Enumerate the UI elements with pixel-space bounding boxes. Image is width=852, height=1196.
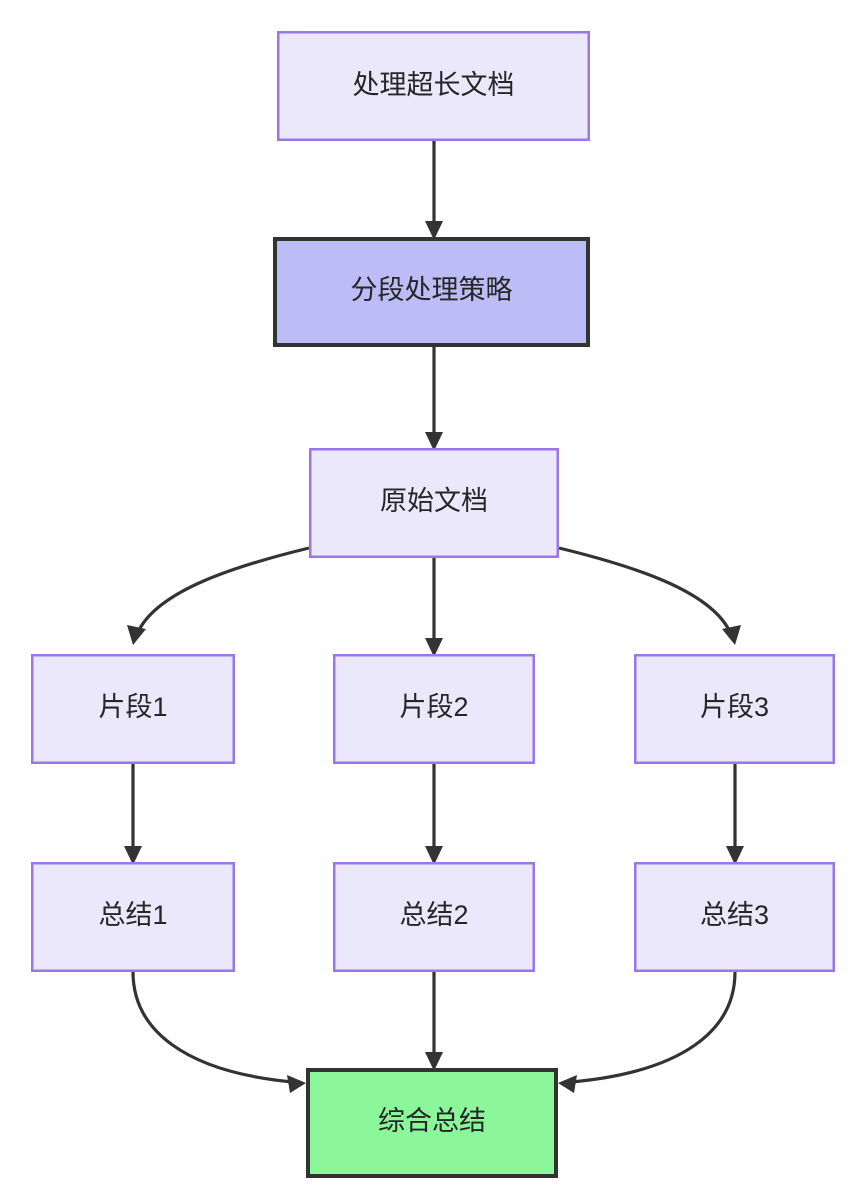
edge-fragment-2-to-summary-2	[425, 764, 443, 865]
node-fragment-3[interactable]: 片段3	[634, 654, 835, 764]
node-fragment-1-label: 片段1	[98, 692, 167, 722]
node-chunk-strategy-shape[interactable]	[273, 237, 590, 347]
node-doc-long-label: 处理超长文档	[353, 70, 515, 100]
nodes-layer: 处理超长文档 分段处理策略 原始文档 片段1 片段2 片段3	[31, 31, 835, 1178]
node-chunk-strategy-label: 分段处理策略	[351, 275, 513, 305]
node-summary-2-label: 总结2	[399, 900, 468, 930]
edge-summary-2-to-final-summary	[425, 972, 443, 1071]
edge-source-doc-to-fragment-3	[558, 546, 741, 645]
node-doc-long-shape[interactable]	[277, 31, 590, 141]
node-fragment-2[interactable]: 片段2	[333, 654, 535, 764]
edges-layer	[124, 141, 744, 1093]
edge-summary-1-to-final-summary	[131, 971, 306, 1093]
edge-chunk-strategy-to-source-doc	[425, 347, 443, 451]
node-fragment-2-label: 片段2	[399, 692, 468, 722]
node-source-doc-label: 原始文档	[380, 486, 488, 516]
node-summary-3-label: 总结3	[700, 900, 769, 930]
edge-summary-3-to-final-summary	[558, 971, 737, 1093]
node-fragment-1[interactable]: 片段1	[31, 654, 235, 764]
node-source-doc-shape[interactable]	[309, 448, 559, 558]
node-final-summary-shape[interactable]	[306, 1068, 558, 1178]
edge-doc-long-to-chunk-strategy	[425, 141, 443, 240]
node-final-summary-label: 综合总结	[378, 1106, 486, 1136]
node-fragment-3-label: 片段3	[700, 692, 769, 722]
node-final-summary[interactable]: 综合总结	[306, 1068, 558, 1178]
edge-fragment-3-to-summary-3	[726, 764, 744, 865]
node-summary-3[interactable]: 总结3	[634, 862, 835, 972]
node-doc-long[interactable]: 处理超长文档	[277, 31, 590, 141]
node-chunk-strategy[interactable]: 分段处理策略	[273, 237, 590, 347]
node-fragment-1-shape[interactable]	[31, 654, 235, 764]
node-summary-1-label: 总结1	[98, 900, 167, 930]
node-summary-2-shape[interactable]	[333, 862, 535, 972]
edge-source-doc-to-fragment-1	[127, 546, 310, 645]
node-source-doc[interactable]: 原始文档	[309, 448, 559, 558]
node-summary-3-shape[interactable]	[634, 862, 835, 972]
node-summary-1[interactable]: 总结1	[31, 862, 235, 972]
node-fragment-3-shape[interactable]	[634, 654, 835, 764]
node-summary-2[interactable]: 总结2	[333, 862, 535, 972]
node-fragment-2-shape[interactable]	[333, 654, 535, 764]
edge-fragment-1-to-summary-1	[124, 764, 142, 865]
edge-source-doc-to-fragment-2	[425, 558, 443, 657]
node-summary-1-shape[interactable]	[31, 862, 235, 972]
